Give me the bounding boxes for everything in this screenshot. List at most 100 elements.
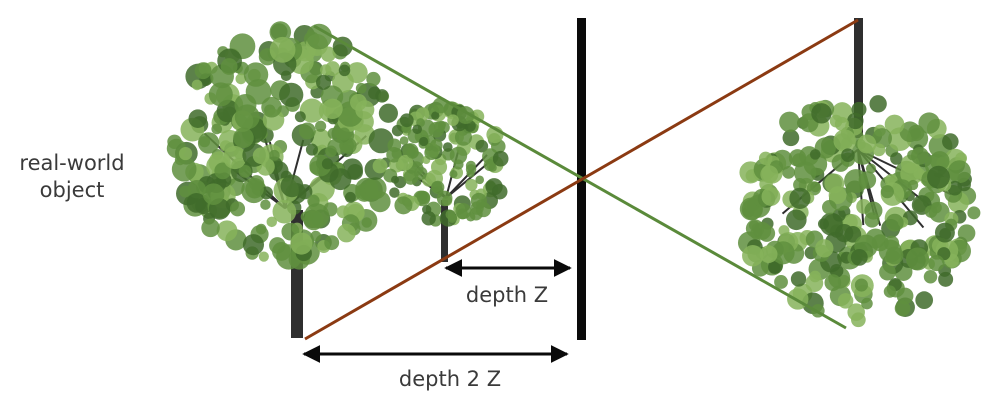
leaf-cluster <box>386 146 402 163</box>
leaf-cluster <box>850 312 866 328</box>
leaf-cluster <box>809 149 821 160</box>
leaf-cluster <box>854 278 868 292</box>
leaf-cluster <box>833 129 856 152</box>
leaf-cluster <box>397 154 414 171</box>
leaf-cluster <box>768 261 781 274</box>
leaf-cluster <box>243 62 269 87</box>
leaf-cluster <box>819 212 843 236</box>
leaf-cluster <box>841 148 855 163</box>
inverted-tree-icon <box>737 18 981 328</box>
leaf-cluster <box>454 128 473 146</box>
leaf-cluster <box>252 147 270 165</box>
leaf-cluster <box>879 263 896 281</box>
leaf-cluster <box>366 71 381 87</box>
leaf-cluster <box>399 113 414 128</box>
leaf-cluster <box>233 127 254 149</box>
leaf-cluster <box>261 96 282 118</box>
leaf-cluster <box>447 114 459 126</box>
leaf-cluster <box>810 181 821 193</box>
leaf-cluster <box>188 109 208 129</box>
leaf-cluster <box>967 206 981 220</box>
leaf-cluster <box>907 179 919 191</box>
leaf-cluster <box>235 73 247 85</box>
leaf-cluster <box>186 193 207 213</box>
leaf-cluster <box>485 178 503 196</box>
leaf-cluster <box>844 169 868 194</box>
leaf-cluster <box>364 177 387 200</box>
leaf-cluster <box>201 218 220 238</box>
leaf-cluster <box>223 145 247 170</box>
leaf-cluster <box>861 297 873 310</box>
leaf-cluster <box>774 275 788 289</box>
leaf-cluster <box>310 230 322 242</box>
leaf-cluster <box>305 143 319 156</box>
leaf-cluster <box>789 187 811 209</box>
leaf-cluster <box>216 220 238 242</box>
leaf-cluster <box>325 145 337 158</box>
leaf-cluster <box>815 239 834 258</box>
leaf-cluster <box>465 164 477 175</box>
small-tree-canopy <box>383 97 509 227</box>
leaf-cluster <box>279 82 304 107</box>
leaf-cluster <box>338 64 351 77</box>
leaf-cluster <box>280 174 304 198</box>
leaf-cluster <box>178 146 193 161</box>
leaf-cluster <box>179 185 192 198</box>
leaf-cluster <box>488 163 497 172</box>
leaf-cluster <box>344 191 356 203</box>
leaf-cluster <box>268 149 280 161</box>
leaf-cluster <box>811 103 832 124</box>
leaf-cluster <box>837 293 854 309</box>
leaf-cluster <box>415 107 430 121</box>
leaf-cluster <box>742 245 764 267</box>
leaf-cluster <box>269 36 296 63</box>
leaf-cluster <box>234 104 260 130</box>
leaf-cluster <box>290 232 313 255</box>
leaf-cluster <box>930 151 950 171</box>
leaf-cluster <box>906 247 930 271</box>
leaf-cluster <box>187 180 206 199</box>
leaf-cluster <box>322 98 343 119</box>
leaf-cluster <box>416 190 431 205</box>
leaf-cluster <box>834 116 849 132</box>
small-tree-trunk <box>441 200 448 262</box>
leaf-cluster <box>907 149 918 161</box>
leaf-cluster <box>884 114 905 135</box>
leaf-cluster <box>391 175 400 184</box>
inverted-tree-trunk <box>854 18 863 138</box>
leaf-cluster <box>831 102 853 123</box>
leaf-cluster <box>865 163 877 174</box>
leaf-cluster <box>872 128 893 149</box>
leaf-cluster <box>771 241 795 265</box>
leaf-cluster <box>319 64 332 76</box>
leaf-cluster <box>403 169 419 185</box>
leaf-cluster <box>242 234 265 256</box>
leaf-cluster <box>817 218 829 230</box>
leaf-cluster <box>306 23 332 50</box>
leaf-cluster <box>391 124 404 137</box>
leaf-cluster <box>332 36 353 57</box>
leaf-cluster <box>453 159 464 170</box>
leaf-cluster <box>372 158 388 174</box>
leaf-cluster <box>910 128 922 140</box>
leaf-cluster <box>424 145 439 160</box>
leaf-cluster <box>923 270 938 284</box>
leaf-cluster <box>421 211 436 226</box>
real-world-object-label-line1: real-world <box>19 151 125 175</box>
leaf-cluster <box>793 161 817 184</box>
leaf-cluster <box>890 152 903 165</box>
leaf-cluster <box>928 254 945 272</box>
leaf-cluster <box>378 103 398 123</box>
leaf-cluster <box>934 222 955 243</box>
leaf-cluster <box>230 201 246 217</box>
leaf-cluster <box>202 183 225 205</box>
tree-branch <box>445 162 489 199</box>
leaf-cluster <box>260 199 271 210</box>
leaf-cluster <box>375 89 389 103</box>
leaf-cluster <box>171 156 197 182</box>
leaf-cluster <box>298 122 316 140</box>
leaf-cluster <box>394 196 413 215</box>
leaf-cluster <box>208 82 233 107</box>
leaf-cluster <box>786 209 807 231</box>
